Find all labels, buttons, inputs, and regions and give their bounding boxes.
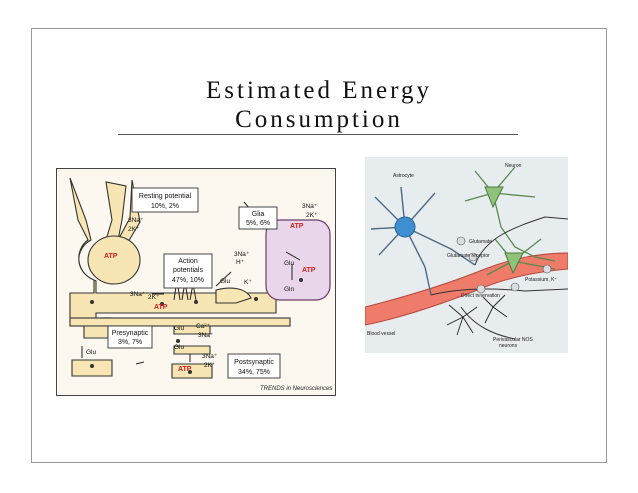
glia-title: Glia xyxy=(252,211,265,218)
label-k-post: 2K⁺ xyxy=(204,362,216,369)
label-glutamate: Glutamate xyxy=(469,239,492,245)
action-values: 47%, 10% xyxy=(172,277,204,284)
blood-vessel xyxy=(365,252,568,326)
label-glu-mid: Glu xyxy=(220,278,231,285)
figure-credit: TRENDS in Neurosciences xyxy=(260,386,332,392)
label-k-single: K⁺ xyxy=(244,279,252,286)
neuron-soma-top xyxy=(484,186,504,209)
label-h: H⁺ xyxy=(236,259,245,266)
astrocyte-cell xyxy=(370,186,476,296)
presynaptic-box xyxy=(107,325,153,349)
label-atp-glia-1: ATP xyxy=(290,223,304,230)
label-nos-2: neurons xyxy=(499,343,518,349)
title-line-2: Consumption xyxy=(235,106,403,133)
label-k-1: 2K⁺ xyxy=(128,226,140,233)
label-atp-pre: ATP xyxy=(154,304,168,311)
presynaptic-values: 3%, 7% xyxy=(118,339,142,346)
label-atp-glia-2: ATP xyxy=(302,267,316,274)
postsynaptic-title: Postsynaptic xyxy=(234,359,274,366)
glia-box xyxy=(238,206,278,230)
presynaptic-title: Presynaptic xyxy=(112,330,149,337)
label-na-cleft: 3Na⁺ xyxy=(198,332,214,339)
postsynaptic-values: 34%, 75% xyxy=(238,369,270,376)
label-astrocyte: Astrocyte xyxy=(393,173,414,179)
label-na-glia: 3Na⁺ xyxy=(302,203,318,210)
action-title-2: potentials xyxy=(173,267,203,274)
resting-values: 10%, 2% xyxy=(151,203,179,210)
energy-budget-diagram: Resting potential 10%, 2% Action potenti… xyxy=(56,168,336,396)
label-glu-cleft: Glu xyxy=(174,325,185,332)
glia-values: 5%, 6% xyxy=(246,220,270,227)
label-glu-pre: Glu xyxy=(86,349,97,356)
label-atp-1: ATP xyxy=(104,253,118,260)
label-k-pre: 2K⁺ xyxy=(148,294,160,301)
label-glu-glia: Glu xyxy=(284,260,295,267)
label-gln: Gln xyxy=(284,286,295,293)
neurovascular-diagram: Astrocyte Neuron Glutamate Glutamate rec… xyxy=(365,157,568,353)
label-na-1: 3Na⁺ xyxy=(128,217,144,224)
label-direct-innervation: Direct innervation xyxy=(461,293,500,299)
label-nos: Perivascular NOS xyxy=(493,337,533,343)
label-na-pre: 3Na⁺ xyxy=(130,291,146,298)
label-glu-post: Glu xyxy=(174,344,185,351)
astrocyte-nucleus xyxy=(394,216,416,238)
neuron-soma-mid xyxy=(504,252,524,275)
action-title: Action xyxy=(178,258,198,265)
label-na-glia-2: 3Na⁺ xyxy=(234,251,250,258)
label-na-post: 3Na⁺ xyxy=(202,353,218,360)
title-underline xyxy=(118,134,518,135)
label-ca: Ca²⁺ xyxy=(196,323,210,330)
label-atp-post: ATP xyxy=(178,366,192,373)
label-blood-vessel: Blood vessel xyxy=(367,331,395,337)
label-neuron: Neuron xyxy=(505,163,522,169)
action-potentials-box xyxy=(163,253,213,289)
slide-title: Estimated Energy Consumption xyxy=(0,76,638,134)
postsynaptic-box xyxy=(227,353,281,379)
label-potassium: Potassium, K⁺ xyxy=(525,277,557,283)
resting-title: Resting potential xyxy=(139,193,192,200)
resting-potential-box xyxy=(131,187,199,213)
label-k-glia: 2K⁺ xyxy=(306,212,318,219)
title-line-1: Estimated Energy xyxy=(206,77,432,104)
glia-cell xyxy=(265,219,331,301)
label-glutamate-receptor: Glutamate receptor xyxy=(447,253,490,259)
nos-neurons xyxy=(446,294,508,336)
